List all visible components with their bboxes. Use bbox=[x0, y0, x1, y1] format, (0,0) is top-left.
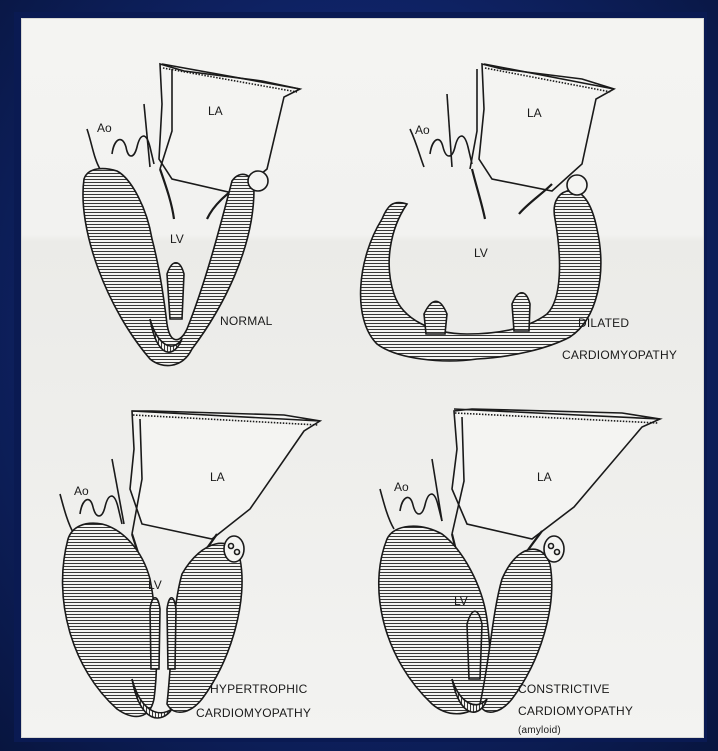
hypertrophic-left-atrium bbox=[130, 411, 320, 539]
constrictive-la-label: LA bbox=[537, 470, 552, 484]
dilated-lv-wall bbox=[361, 190, 601, 360]
constrictive-caption-line3: (amyloid) bbox=[518, 725, 561, 736]
hypertrophic-ao-label: Ao bbox=[74, 484, 89, 498]
dilated-lv-label: LV bbox=[474, 246, 488, 260]
panel-constrictive bbox=[379, 409, 660, 714]
hypertrophic-la-label: LA bbox=[210, 470, 225, 484]
cardiomyopathy-figure: LA Ao LV NORMAL LA Ao LV DILATED CARDIOM… bbox=[21, 18, 704, 738]
hypertrophic-lv-wall bbox=[63, 523, 157, 716]
constrictive-caption-line2: CARDIOMYOPATHY bbox=[518, 704, 633, 718]
constrictive-aorta bbox=[380, 489, 442, 529]
constrictive-ao-label: Ao bbox=[394, 480, 409, 494]
dilated-left-atrium bbox=[479, 64, 614, 191]
dilated-caption-line2: CARDIOMYOPATHY bbox=[562, 348, 677, 362]
normal-ao-label: Ao bbox=[97, 121, 112, 135]
diagram-canvas: LA Ao LV NORMAL LA Ao LV DILATED CARDIOM… bbox=[22, 19, 703, 737]
dilated-ao-label: Ao bbox=[415, 123, 430, 137]
normal-aorta bbox=[87, 129, 154, 169]
constrictive-left-atrium bbox=[452, 409, 660, 539]
hypertrophic-lv-label: LV bbox=[148, 578, 162, 592]
normal-left-atrium bbox=[159, 64, 300, 194]
normal-caption: NORMAL bbox=[220, 314, 273, 328]
panel-hypertrophic bbox=[60, 411, 320, 718]
dilated-caption-line1: DILATED bbox=[578, 316, 629, 330]
dilated-la-label: LA bbox=[527, 106, 542, 120]
panel-dilated bbox=[361, 64, 614, 361]
hypertrophic-caption-line2: CARDIOMYOPATHY bbox=[196, 706, 311, 720]
normal-la-label: LA bbox=[208, 104, 223, 118]
constrictive-caption-line1: CONSTRICTIVE bbox=[518, 682, 610, 696]
normal-lv-label: LV bbox=[170, 232, 184, 246]
hypertrophic-caption-line1: HYPERTROPHIC bbox=[210, 682, 308, 696]
constrictive-lv-label: LV bbox=[454, 594, 468, 608]
